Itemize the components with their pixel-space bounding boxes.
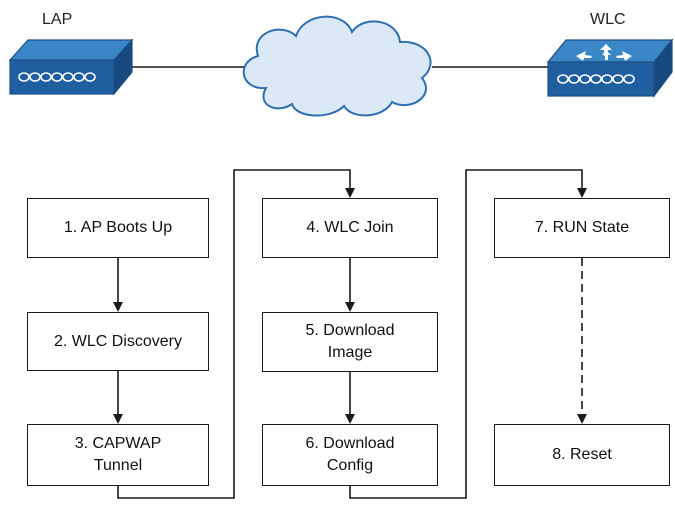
- step-4-label: 4. WLC Join: [306, 219, 394, 236]
- step-6-box: 6. Download Config: [262, 424, 438, 486]
- step-1-label: 1. AP Boots Up: [63, 219, 173, 236]
- lap-label: LAP: [42, 11, 73, 28]
- step-4-box: 4. WLC Join: [262, 198, 438, 258]
- step-8-label: 8. Reset: [552, 446, 612, 463]
- step-6-label: 6. Download Config: [305, 435, 395, 474]
- step-8-box: 8. Reset: [494, 424, 670, 486]
- step-2-box: 2. WLC Discovery: [27, 312, 209, 371]
- step-5-box: 5. Download Image: [262, 312, 438, 372]
- step-1-box: 1. AP Boots Up: [27, 198, 209, 258]
- step-5-label: 5. Download Image: [305, 322, 395, 361]
- cloud-icon: [242, 15, 432, 117]
- step-7-label: 7. RUN State: [534, 219, 630, 236]
- step-2-label: 2. WLC Discovery: [53, 332, 183, 350]
- wlc-label: WLC: [590, 11, 626, 28]
- step-3-label: 3. CAPWAP Tunnel: [74, 435, 162, 474]
- arrow-step3-to-step4: [117, 169, 355, 499]
- step-3-box: 3. CAPWAP Tunnel: [27, 424, 209, 486]
- arrow-step6-to-step7: [349, 169, 587, 499]
- step-7-box: 7. RUN State: [494, 198, 670, 258]
- access-point-icon: [8, 38, 134, 96]
- wireless-controller-icon: [546, 38, 674, 98]
